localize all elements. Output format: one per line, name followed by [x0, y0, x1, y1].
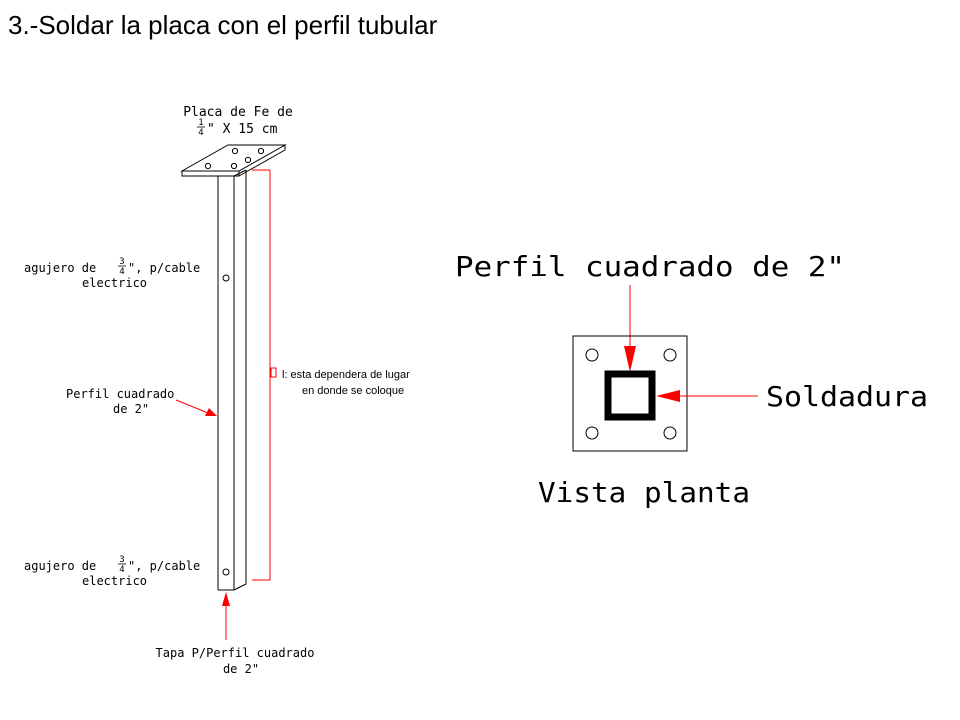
length-note-line2: en donde se coloque [302, 385, 404, 397]
side-view: Placa de Fe de 1 4 " X 15 cm [24, 105, 410, 676]
hole-top-label-a: agujero de [24, 261, 96, 275]
plan-profile-label: Perfil cuadrado de 2" [455, 250, 845, 283]
profile-label-a: Perfil cuadrado [66, 387, 174, 401]
hole-bottom-label-b: ", p/cable [128, 559, 200, 573]
profile-arrow [175, 399, 217, 416]
plan-view-caption: Vista planta [538, 476, 750, 509]
plate-dim-numerator: 1 [198, 118, 203, 128]
plate-label: Placa de Fe de [183, 105, 293, 120]
weld-arrow [656, 390, 758, 402]
length-note-line1: l: esta dependera de lugar [282, 369, 410, 381]
square-tube-profile [217, 169, 247, 591]
square-profile-section [604, 370, 656, 421]
hole-bottom-numerator: 3 [119, 555, 124, 565]
cap-label-a: Tapa P/Perfil cuadrado [156, 646, 315, 660]
plate-dim-rest: " X 15 cm [207, 122, 278, 137]
page-title: 3.-Soldar la placa con el perfil tubular [8, 10, 438, 40]
hole-bottom-label-a: agujero de [24, 559, 96, 573]
hole-bottom-denominator: 4 [119, 565, 124, 575]
hole-top-numerator: 3 [119, 257, 124, 267]
plan-profile-arrow [624, 285, 636, 372]
cap-label-b: de 2" [223, 662, 259, 676]
hole-bottom-label-c: electrico [82, 574, 147, 588]
length-dimension [252, 169, 277, 581]
steel-plate [180, 144, 287, 177]
hole-top-label-c: electrico [82, 276, 147, 290]
base-plate-plan [572, 335, 688, 452]
cap-arrow [222, 592, 230, 640]
plan-view: Perfil cuadrado de 2" Soldadura Vista pl… [455, 250, 928, 509]
profile-label-b: de 2" [113, 402, 149, 416]
hole-top-label-b: ", p/cable [128, 261, 200, 275]
weld-label: Soldadura [766, 380, 928, 413]
plate-dim-denominator: 4 [198, 128, 203, 138]
hole-top-denominator: 4 [119, 267, 124, 277]
